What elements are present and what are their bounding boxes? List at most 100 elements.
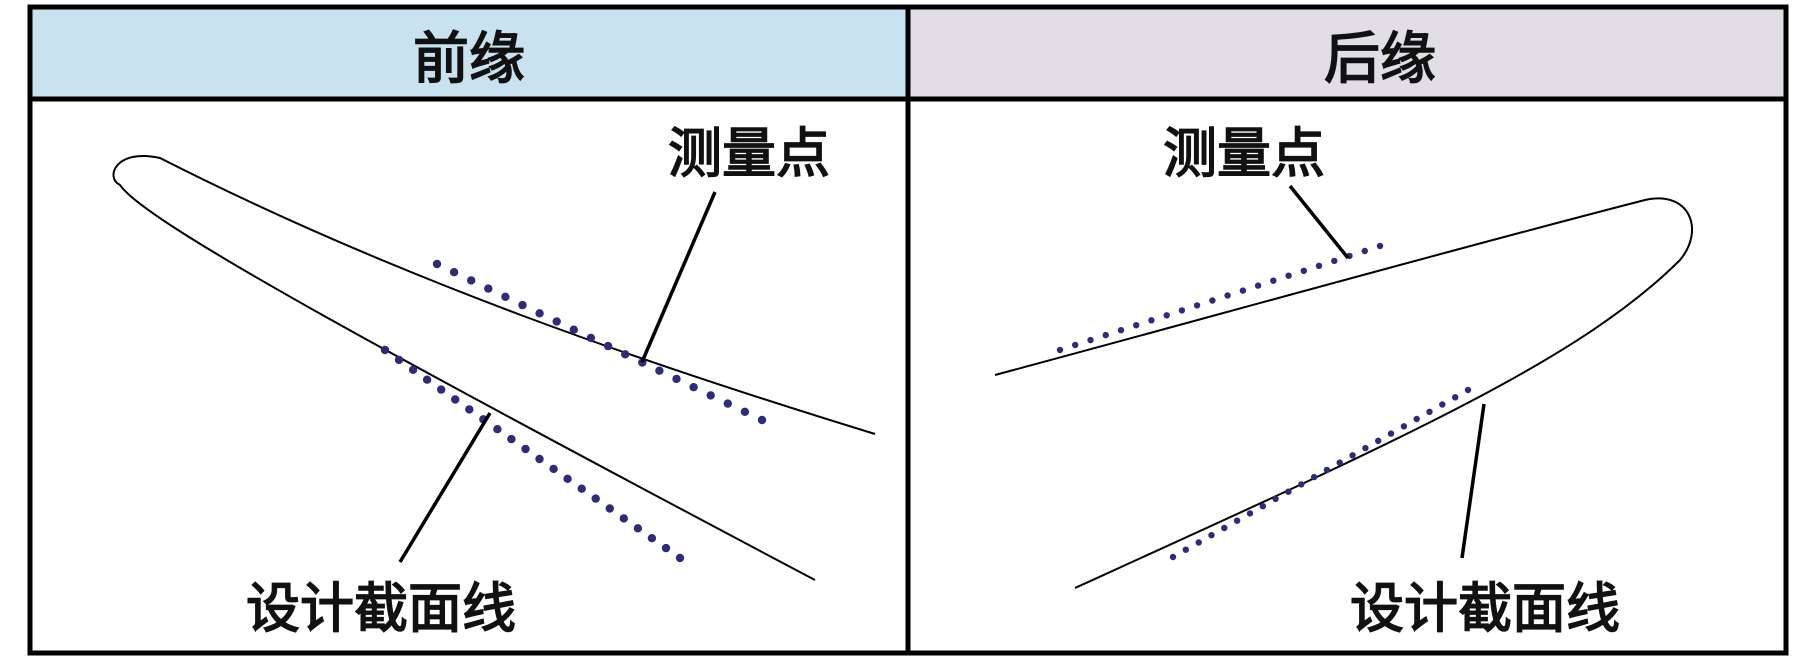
measurement-point (1117, 327, 1125, 334)
measurement-point (451, 395, 460, 404)
measurement-point (1259, 503, 1267, 510)
measurement-point (1464, 386, 1472, 394)
left-header-background (30, 7, 908, 99)
measurement-point (672, 374, 681, 384)
measurement-point (621, 350, 630, 359)
measurement-point (757, 415, 767, 425)
measurement-point (1349, 452, 1356, 459)
measurement-point (422, 375, 432, 384)
measurement-point (1336, 459, 1343, 466)
measurement-point (507, 434, 516, 444)
measurement-point (408, 365, 418, 374)
measurement-point (1300, 267, 1308, 274)
measurement-point (1102, 331, 1109, 339)
measurement-point (740, 407, 750, 416)
measurement-point (647, 534, 657, 543)
measurement-point (521, 444, 530, 454)
measurement-point (605, 504, 614, 513)
measurement-point (501, 292, 510, 301)
measurement-point (1193, 302, 1201, 309)
measurement-point (1239, 287, 1247, 294)
measurement-point (1323, 466, 1331, 474)
measurement-point (603, 341, 613, 351)
leading-edge-header: 前缘 (413, 27, 525, 92)
measurement-point (535, 454, 544, 464)
measurement-point (465, 405, 474, 414)
measurement-point (661, 543, 671, 553)
measurement-point (1148, 317, 1155, 324)
left-measure-label: 测量点 (668, 122, 830, 185)
measurement-point (1169, 553, 1177, 561)
measurement-point (723, 399, 732, 408)
measurement-point (1072, 341, 1079, 349)
measurement-point (1452, 394, 1459, 401)
measurement-point (518, 300, 527, 310)
right-measure-leader-line (1288, 184, 1350, 260)
measurement-point (563, 474, 572, 483)
measurement-point (552, 317, 561, 326)
left-measurement-points (380, 259, 767, 563)
measurement-point (1310, 473, 1318, 481)
measurement-point (1272, 495, 1279, 503)
right-header-background (908, 7, 1786, 99)
measurement-point (1246, 510, 1254, 517)
measurement-point (586, 333, 596, 343)
measurement-point (437, 385, 446, 394)
measurement-point (1233, 517, 1241, 524)
right-measurement-points (1056, 242, 1472, 561)
measurement-point (493, 425, 502, 434)
measurement-point (1221, 524, 1228, 532)
measurement-point (1254, 282, 1262, 289)
measurement-point (1285, 488, 1292, 495)
right-measure-label: 测量点 (1163, 122, 1325, 185)
measurement-point (1298, 481, 1305, 488)
measurement-point (1195, 539, 1202, 546)
measurement-point (675, 553, 685, 563)
measurement-point (1375, 437, 1382, 444)
measurement-point (1315, 262, 1323, 269)
measurement-point (484, 284, 493, 293)
measurement-point (577, 484, 586, 493)
left-design-leader-line (398, 412, 492, 563)
left-design-label: 设计截面线 (246, 577, 516, 640)
measurement-point (1413, 415, 1420, 423)
measurement-point (1209, 297, 1216, 304)
measurement-point (535, 309, 544, 318)
measurement-point (1208, 532, 1215, 539)
measurement-point (1224, 292, 1231, 299)
measurement-point (1361, 247, 1369, 255)
right-design-leader-line (1460, 403, 1486, 559)
measurement-point (619, 514, 628, 523)
measurement-point (1182, 546, 1190, 553)
right-design-label: 设计截面线 (1350, 577, 1620, 640)
measurement-point (1270, 277, 1277, 284)
measurement-point (380, 345, 390, 355)
left-measure-leader-line (640, 191, 717, 363)
measurement-point (706, 391, 715, 400)
left-design-section-curve (112, 155, 876, 581)
measurement-point (1163, 312, 1170, 319)
measurement-point (1331, 257, 1338, 265)
right-design-section-curve (994, 197, 1694, 589)
measurement-point (1178, 307, 1186, 314)
measurement-point (689, 383, 698, 392)
measurement-point (394, 355, 404, 365)
trailing-edge-header: 后缘 (1324, 27, 1436, 92)
measurement-point (633, 524, 643, 533)
measurement-point (569, 325, 578, 334)
measurement-point (1087, 336, 1094, 344)
measurement-point (1387, 430, 1395, 437)
measurement-point (1426, 408, 1433, 415)
measurement-point (655, 366, 664, 375)
measurement-point (1400, 423, 1408, 430)
measurement-point (432, 259, 442, 269)
measurement-point (1285, 272, 1292, 279)
measurement-point (1376, 242, 1384, 250)
measurement-point (1439, 401, 1446, 408)
measurement-point (1362, 444, 1369, 452)
measurement-point (549, 464, 558, 474)
measurement-point (467, 276, 476, 285)
measurement-point (1133, 322, 1140, 329)
measurement-point (449, 268, 459, 277)
